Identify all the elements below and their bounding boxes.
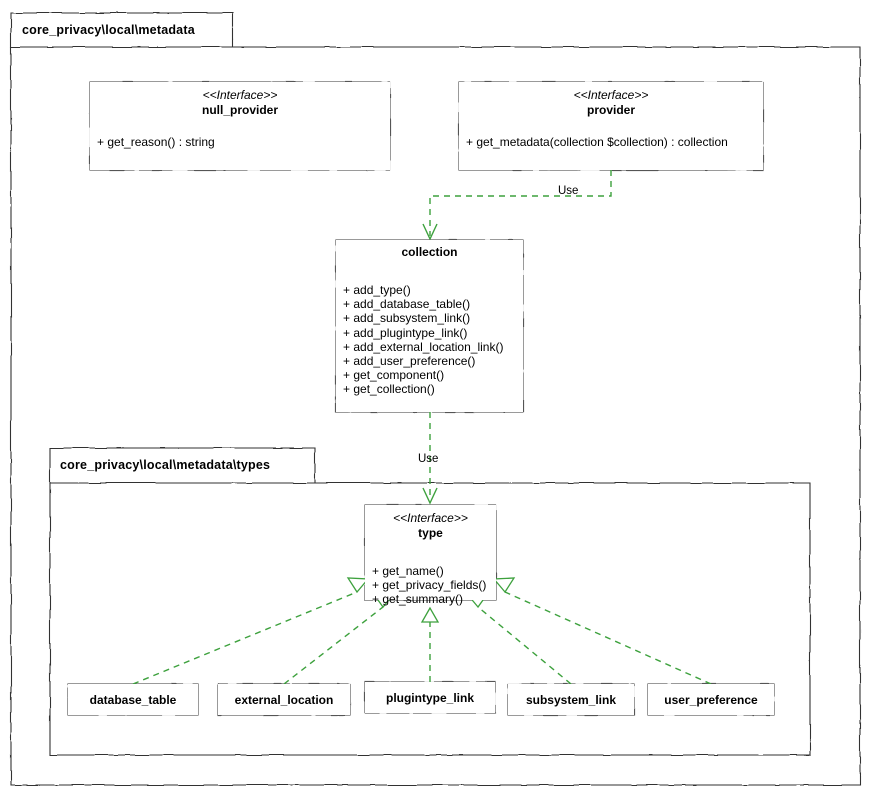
edge-external-location-type (283, 606, 384, 685)
member-row: + get_collection() (343, 382, 435, 397)
member-row: + get_privacy_fields() (372, 578, 487, 593)
package-label-outer: core_privacy\local\metadata (22, 23, 195, 37)
edge-provider-collection (429, 170, 612, 236)
class-type[interactable]: <<Interface>> type + get_name() + get_pr… (365, 505, 496, 606)
class-provider-name: provider (586, 103, 635, 117)
class-collection-header: collection (336, 240, 523, 278)
member-row: + add_subsystem_link() (343, 311, 471, 326)
member-row: + add_type() (343, 283, 411, 297)
edge-database-table-type (132, 591, 358, 685)
arrowhead-collection (422, 223, 438, 241)
class-provider-members: + get_metadata(collection $collection) :… (459, 130, 763, 153)
edge-subsystem-link-type (477, 606, 572, 685)
class-type-members: + get_name() + get_privacy_fields() + ge… (365, 559, 496, 611)
class-null-provider-name: null_provider (201, 103, 278, 117)
class-type-name: type (418, 526, 443, 540)
class-type-stereotype: <<Interface>> (393, 511, 468, 525)
package-label-types: core_privacy\local\metadata\types (60, 458, 271, 472)
member-row: + add_external_location_link() (343, 339, 504, 354)
class-provider-stereotype: <<Interface>> (573, 88, 649, 102)
class-database-table[interactable]: database_table (68, 684, 198, 715)
arrowhead-type-use (422, 487, 438, 505)
class-plugintype-link[interactable]: plugintype_link (365, 682, 495, 713)
class-collection-name: collection (401, 245, 458, 259)
class-user-preference[interactable]: user_preference (648, 684, 774, 715)
triangle-user-preference (492, 577, 516, 594)
member-row: + get_summary() (372, 592, 464, 607)
edge-label-provider-collection: Use (558, 185, 579, 197)
class-collection-members: + add_type() + add_database_table() + ad… (336, 278, 523, 401)
class-null-provider-header: <<Interface>> null_provider (90, 82, 390, 130)
member-row: + add_database_table() (343, 297, 471, 312)
edge-user-preference-type (504, 591, 712, 685)
member-row: + add_user_preference() (343, 354, 476, 369)
class-null-provider-members: + get_reason() : string (90, 130, 390, 153)
class-null-provider-stereotype: <<Interface>> (202, 88, 278, 102)
class-type-header: <<Interface>> type (365, 505, 496, 559)
member-row: + add_plugintype_link() (343, 325, 468, 340)
class-provider-header: <<Interface>> provider (459, 82, 763, 130)
member-row: + get_metadata(collection $collection) :… (466, 135, 728, 149)
member-row: + get_reason() : string (97, 135, 215, 149)
member-row: + get_name() (372, 564, 444, 578)
class-subsystem-link[interactable]: subsystem_link (508, 684, 634, 715)
class-provider[interactable]: <<Interface>> provider + get_metadata(co… (459, 82, 763, 170)
class-collection[interactable]: collection + add_type() + add_database_t… (336, 240, 523, 412)
class-external-location[interactable]: external_location (218, 684, 350, 715)
member-row: + get_component() (343, 368, 445, 383)
edge-label-collection-type: Use (418, 453, 439, 465)
class-null-provider[interactable]: <<Interface>> null_provider + get_reason… (90, 82, 390, 170)
